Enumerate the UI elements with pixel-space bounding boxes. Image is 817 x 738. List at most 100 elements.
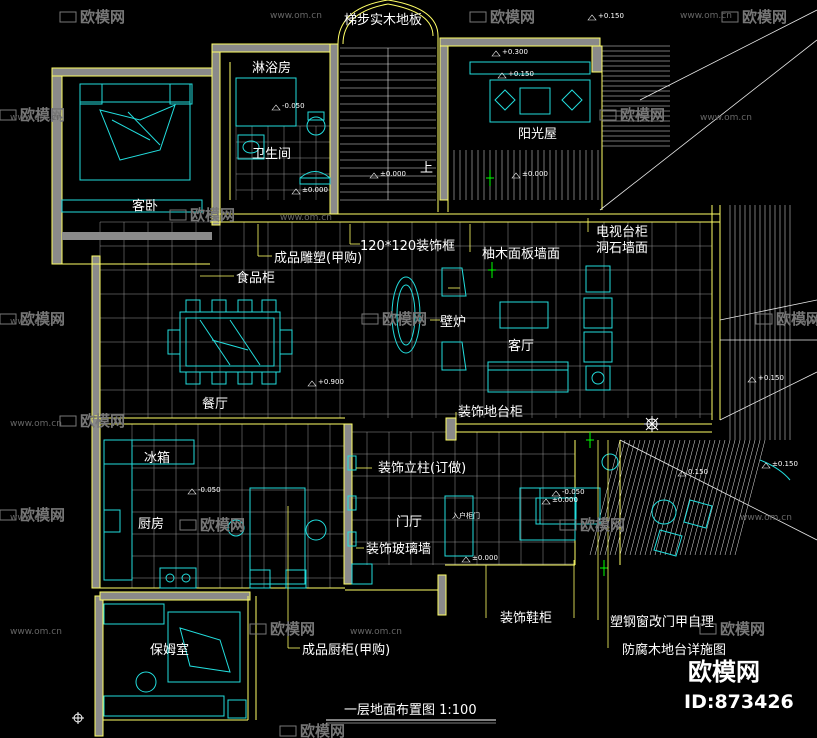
room-label-sunroom: 阳光屋 bbox=[518, 127, 557, 142]
watermark-brand: 欧模网 bbox=[720, 620, 765, 638]
kitchen-furniture bbox=[103, 439, 327, 589]
level-mark-label: +0.900 bbox=[318, 378, 344, 386]
drawing-title-block: 一层地面布置图 1:100 bbox=[326, 703, 496, 724]
level-mark-icon bbox=[511, 172, 521, 179]
room-label-fireplace: 壁炉 bbox=[440, 315, 466, 330]
watermark-url: www.om.cn bbox=[270, 11, 322, 21]
annotation-stone-wall: 洞石墙面 bbox=[596, 241, 648, 256]
annotation-wood-veneer-wall: 柚木面板墙面 bbox=[482, 247, 560, 262]
watermark-sofa-icon bbox=[469, 11, 487, 23]
leader-lines bbox=[200, 218, 609, 649]
level-mark-icon bbox=[291, 188, 301, 195]
watermark-brand: 欧模网 bbox=[382, 310, 427, 328]
room-label-entry-cabinet: 入户柜门 bbox=[452, 511, 480, 520]
annotation-kitchen-cabinet: 成品厨柜(甲购) bbox=[302, 642, 390, 658]
footer-brand: 欧模网 ID:873426 bbox=[684, 658, 794, 713]
patio-furniture bbox=[539, 453, 791, 557]
level-mark-label: -0.050 bbox=[198, 486, 221, 494]
guest-bed bbox=[61, 83, 203, 213]
dining-table bbox=[167, 299, 293, 385]
watermark-sofa-icon bbox=[361, 313, 379, 325]
watermark-brand: 欧模网 bbox=[270, 620, 315, 638]
watermark-brand: 欧模网 bbox=[200, 516, 245, 534]
footer-brand-name: 欧模网 bbox=[688, 658, 760, 686]
annotation-stair: 梯步实木地板 bbox=[344, 13, 422, 28]
drawing-title: 一层地面布置图 1:100 bbox=[344, 703, 477, 718]
room-label-entrance-hall: 门厅 bbox=[396, 515, 422, 530]
living-furniture bbox=[391, 265, 613, 393]
stair-treads bbox=[340, 47, 436, 201]
watermark-brand: 欧模网 bbox=[20, 506, 65, 524]
watermark-sofa-icon bbox=[249, 623, 267, 635]
watermark-brand: 欧模网 bbox=[742, 8, 787, 26]
annotation-decorative-frame: 120*120装饰框 bbox=[360, 239, 455, 254]
stair-up-mark: 上 bbox=[420, 161, 433, 176]
watermark-sofa-icon bbox=[59, 11, 77, 23]
room-label-living-room: 客厅 bbox=[508, 338, 534, 354]
level-mark-icon bbox=[551, 490, 561, 497]
watermark-sofa-icon bbox=[699, 623, 717, 635]
annotation-shoe-cabinet: 装饰鞋柜 bbox=[500, 610, 552, 626]
level-mark-label: +0.150 bbox=[598, 12, 624, 20]
annotation-deck-detail: 防腐木地台详施图 bbox=[622, 642, 726, 658]
watermark-url: www.om.cn bbox=[280, 213, 332, 223]
watermark-url: www.om.cn bbox=[10, 627, 62, 637]
level-mark-icon bbox=[307, 380, 317, 387]
level-mark-label: ±0.150 bbox=[772, 460, 798, 468]
level-mark-icon bbox=[187, 488, 197, 495]
level-mark-label: +0.150 bbox=[758, 374, 784, 382]
sunroom-furniture bbox=[469, 61, 591, 123]
level-mark-icon bbox=[541, 498, 551, 505]
level-mark-icon bbox=[491, 50, 501, 57]
green-markers bbox=[486, 170, 608, 576]
level-mark-label: ±0.000 bbox=[552, 496, 578, 504]
level-mark-icon bbox=[747, 376, 757, 383]
level-mark-label: ±0.000 bbox=[380, 170, 406, 178]
level-mark-icon bbox=[461, 556, 471, 563]
room-label-fridge: 冰箱 bbox=[144, 450, 170, 466]
level-mark-icon bbox=[761, 462, 771, 469]
level-mark-label: 0.150 bbox=[688, 468, 708, 476]
watermark-brand: 欧模网 bbox=[580, 516, 625, 534]
level-mark-label: ±0.000 bbox=[302, 186, 328, 194]
watermark-brand: 欧模网 bbox=[620, 106, 665, 124]
level-mark-label: +0.150 bbox=[508, 70, 534, 78]
watermark-sofa-icon bbox=[559, 519, 577, 531]
watermark-sofa-icon bbox=[599, 109, 617, 121]
watermark-sofa-icon bbox=[59, 415, 77, 427]
annotation-floor-cabinet: 装饰地台柜 bbox=[458, 405, 523, 420]
watermark-sofa-icon bbox=[0, 313, 17, 325]
watermark-brand: 欧模网 bbox=[300, 722, 345, 738]
watermark-brand: 欧模网 bbox=[80, 8, 125, 26]
watermark-sofa-icon bbox=[721, 11, 739, 23]
watermark-url: www.om.cn bbox=[680, 11, 732, 21]
watermark-brand: 欧模网 bbox=[190, 206, 235, 224]
room-label-guest-bedroom: 客卧 bbox=[132, 198, 158, 214]
annotation-window-to-door: 塑钢窗改门甲自理 bbox=[610, 614, 714, 630]
room-label-kitchen: 厨房 bbox=[138, 516, 164, 532]
level-marks: +0.150+0.300+0.150-0.050±0.000±0.000+0.9… bbox=[187, 12, 798, 563]
watermark-url: www.om.cn bbox=[10, 513, 62, 523]
watermark-sofa-icon bbox=[0, 109, 17, 121]
room-label-shower: 淋浴房 bbox=[252, 60, 291, 76]
watermark-url: www.om.cn bbox=[740, 513, 792, 523]
level-mark-label: ±0.000 bbox=[522, 170, 548, 178]
stair-arch bbox=[337, 0, 439, 45]
level-mark-icon bbox=[587, 14, 597, 21]
watermark-brand: 欧模网 bbox=[490, 8, 535, 26]
watermark-url: www.om.cn bbox=[10, 113, 62, 123]
watermark-url: www.om.cn bbox=[10, 317, 62, 327]
watermark-url: www.om.cn bbox=[800, 317, 817, 327]
level-mark-icon bbox=[369, 172, 379, 179]
compass-symbol bbox=[72, 416, 660, 724]
watermark-url: www.om.cn bbox=[10, 419, 62, 429]
level-mark-icon bbox=[271, 104, 281, 111]
room-label-bathroom: 卫生间 bbox=[252, 147, 291, 162]
annotation-decor-column: 装饰立柱(订做) bbox=[378, 461, 466, 476]
annotation-tv-cabinet: 电视台柜 bbox=[596, 225, 648, 240]
watermark-sofa-icon bbox=[179, 519, 197, 531]
watermark-url: www.om.cn bbox=[350, 627, 402, 637]
watermark-brand: 欧模网 bbox=[776, 310, 817, 328]
room-label-dining-room: 餐厅 bbox=[202, 396, 228, 412]
annotation-sculpture: 成品雕塑(甲购) bbox=[274, 250, 362, 266]
